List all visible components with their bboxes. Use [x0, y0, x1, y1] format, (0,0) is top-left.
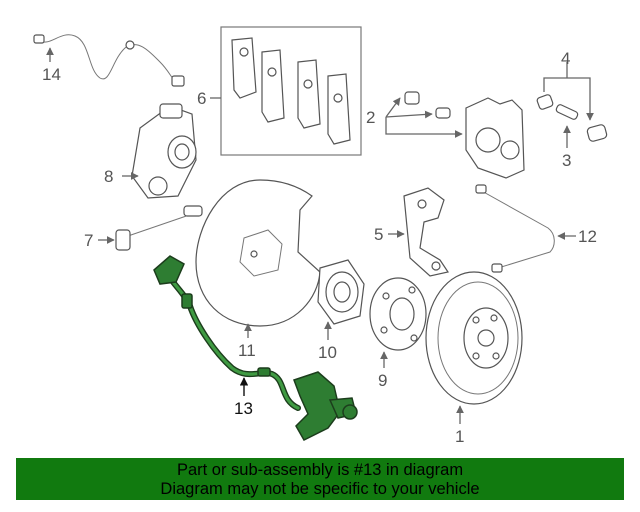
part-9-tone-ring[interactable]	[369, 277, 427, 351]
part-12-brake-line[interactable]	[475, 184, 555, 273]
part-10-wheel-hub[interactable]	[317, 259, 365, 325]
part-11-splash-shield[interactable]	[195, 179, 321, 327]
callout-3[interactable]: 3	[562, 151, 571, 170]
part-6-brake-pads[interactable]	[231, 37, 351, 145]
callout-11[interactable]: 11	[238, 341, 256, 360]
part-13-sensor-harness-highlighted[interactable]	[153, 255, 358, 441]
callout-12[interactable]: 12	[578, 227, 597, 246]
part-5-caliper-bracket[interactable]	[403, 187, 449, 277]
callout-7[interactable]: 7	[84, 231, 93, 250]
callout-1[interactable]: 1	[455, 427, 464, 446]
callout-5[interactable]: 5	[374, 225, 383, 244]
part-14-wear-sensor[interactable]	[33, 34, 185, 87]
info-banner: Part or sub-assembly is #13 in diagram D…	[16, 458, 624, 500]
callout-14[interactable]: 14	[42, 65, 61, 84]
callout-6[interactable]: 6	[197, 89, 206, 108]
callout-4[interactable]: 4	[561, 49, 570, 68]
callout-2[interactable]: 2	[366, 108, 375, 127]
callout-10[interactable]: 10	[318, 343, 337, 362]
part-2-caliper[interactable]	[404, 91, 525, 179]
callout-13[interactable]: 13	[234, 399, 253, 418]
part-3-4-guide-pins[interactable]	[536, 94, 608, 142]
part-1-brake-rotor[interactable]	[425, 271, 523, 405]
callout-8[interactable]: 8	[104, 167, 113, 186]
parts-diagram: 14 6 2 4 3 8	[33, 26, 608, 446]
part-8-brake-actuator[interactable]	[131, 103, 197, 199]
part-7-speed-sensor[interactable]	[115, 205, 203, 251]
banner-line-1: Part or sub-assembly is #13 in diagram	[176, 461, 464, 479]
brake-pad-box	[220, 26, 362, 156]
banner-line-2: Diagram may not be specific to your vehi…	[160, 480, 480, 498]
callout-9[interactable]: 9	[378, 371, 387, 390]
